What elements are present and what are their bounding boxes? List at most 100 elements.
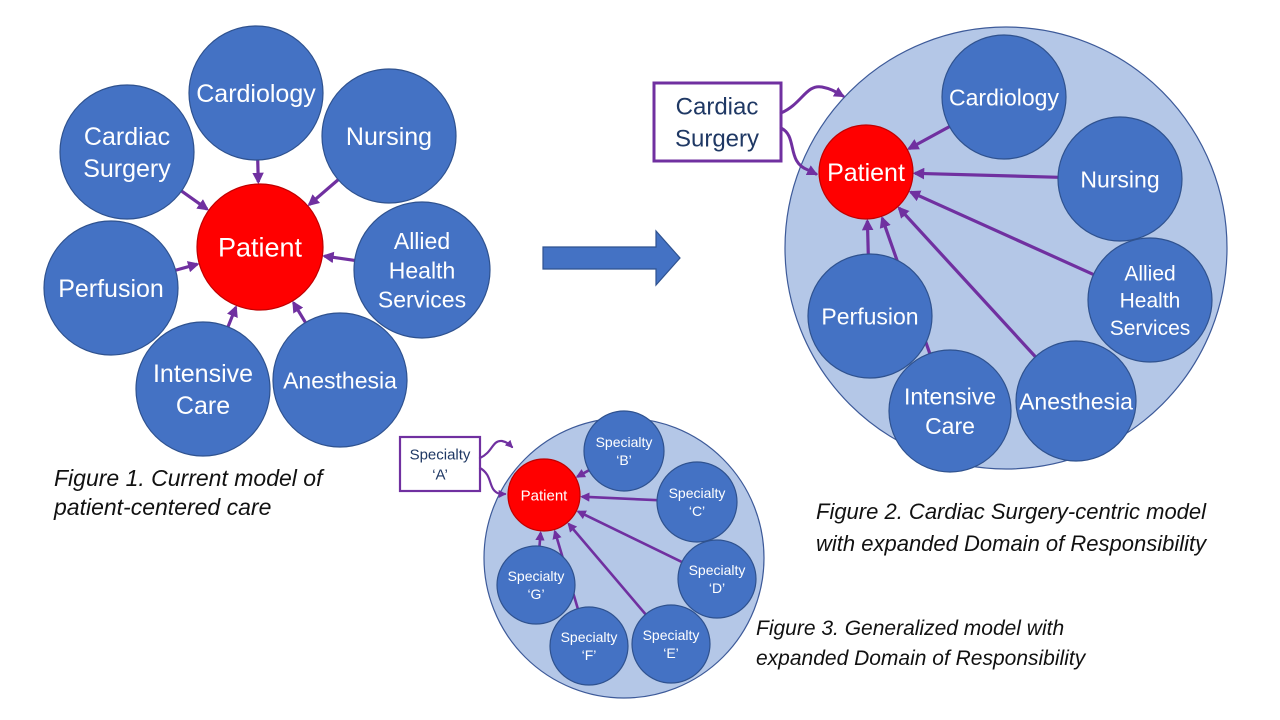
fig3-specialty-f-node xyxy=(549,606,629,686)
fig3-arrow-specialty-c xyxy=(580,492,659,502)
figure-1-caption: Figure 1. Current model of patient-cente… xyxy=(54,464,322,522)
fig1-patient-label-line-1: Patient xyxy=(218,233,303,263)
fig3-arrow-specialty-b xyxy=(575,468,591,478)
fig1-anesthesia-label: Anesthesia xyxy=(283,367,397,393)
fig3-patient-label: Patient xyxy=(521,487,569,504)
fig3-specialty-c-node xyxy=(656,461,738,543)
fig3-specialty-b-node xyxy=(583,410,665,492)
fig3-specialty-g-node xyxy=(496,545,576,625)
fig1-cardiology-label: Cardiology xyxy=(196,80,316,108)
fig3-specialty-a-label-line-2: ‘A’ xyxy=(432,466,448,483)
figure-1-caption-line-1: Figure 1. Current model of xyxy=(54,465,323,491)
fig1-anesthesia-node xyxy=(272,312,408,448)
figure-3-diagram: Specialty‘B’Specialty‘C’Specialty‘D’Spec… xyxy=(398,410,765,699)
transition-arrow-shape xyxy=(542,229,681,287)
fig2-intensive-care-node xyxy=(888,349,1012,473)
fig1-cardiac-surgery-node xyxy=(59,84,195,220)
fig1-arrow-perfusion xyxy=(174,261,200,273)
fig1-intensive-care-label-line-1: Intensive xyxy=(153,360,253,388)
figure-2-caption-line-2: with expanded Domain of Responsibility xyxy=(816,531,1207,556)
fig3-specialty-g-label-line-1: Specialty xyxy=(508,568,565,584)
fig1-cardiology-node xyxy=(188,25,324,161)
fig2-patient-node xyxy=(818,124,914,220)
fig2-anesthesia-label: Anesthesia xyxy=(1019,388,1133,414)
fig1-cardiology-label-line-1: Cardiology xyxy=(196,80,316,108)
fig2-box-arrow-to-patient xyxy=(779,126,818,176)
fig2-perfusion-node xyxy=(807,253,933,379)
fig3-specialty-a-label: Specialty ‘A’ xyxy=(410,446,471,483)
fig3-specialty-g-label: Specialty ‘G’ xyxy=(508,568,565,602)
fig2-nursing-label-line-1: Nursing xyxy=(1080,166,1159,192)
fig3-arrow-specialty-d xyxy=(576,510,684,564)
fig2-cardiology-label: Cardiology xyxy=(949,84,1059,110)
fig1-cardiac-surgery-label-line-2: Surgery xyxy=(83,155,171,183)
fig3-box-arrow-to-domain xyxy=(478,439,514,460)
fig3-specialty-a-label-line-1: Specialty xyxy=(410,446,471,463)
fig1-allied-health-label-line-3: Services xyxy=(378,287,466,313)
fig1-allied-health-node xyxy=(353,201,491,339)
figure-3-caption-line-2: expanded Domain of Responsibility xyxy=(756,647,1086,670)
fig2-intensive-care-label-line-2: Care xyxy=(925,413,975,439)
fig3-specialty-c-label-line-1: Specialty xyxy=(669,485,726,501)
fig3-specialty-f-label: Specialty ‘F’ xyxy=(561,629,618,663)
figure-2-caption-line-1: Figure 2. Cardiac Surgery-centric model xyxy=(816,499,1207,524)
transition-arrow xyxy=(542,229,681,287)
fig3-specialty-f-label-line-1: Specialty xyxy=(561,629,618,645)
fig3-specialty-b-label: Specialty‘B’ xyxy=(596,434,653,468)
fig2-arrow-perfusion xyxy=(861,218,874,256)
fig2-perfusion-label: Perfusion xyxy=(821,303,918,329)
fig2-cardiac-surgery-label-line-1: Cardiac xyxy=(676,94,759,121)
fig2-anesthesia-label-line-1: Anesthesia xyxy=(1019,388,1133,414)
fig2-cardiology-node xyxy=(941,34,1067,160)
fig1-perfusion-label-line-1: Perfusion xyxy=(58,275,164,303)
fig1-patient-label: Patient xyxy=(218,233,303,263)
fig3-patient-label-line-1: Patient xyxy=(521,487,569,504)
figure-2-caption: Figure 2. Cardiac Surgery-centric model … xyxy=(816,496,1206,560)
fig1-nursing-label: Nursing xyxy=(346,123,432,151)
fig3-specialty-d-label: Specialty‘D’ xyxy=(689,562,746,596)
fig3-specialty-a-box xyxy=(398,435,482,493)
fig1-allied-health-label-line-1: Allied xyxy=(394,228,450,254)
fig3-arrow-specialty-g xyxy=(535,531,545,548)
fig2-nursing-node xyxy=(1057,116,1183,242)
fig2-nursing-label: Nursing xyxy=(1080,166,1159,192)
fig3-arrow-specialty-e xyxy=(567,522,648,616)
fig1-cardiac-surgery-label-line-1: Cardiac xyxy=(84,123,170,151)
fig3-specialty-d-node xyxy=(677,539,757,619)
fig1-allied-health-label-line-2: Health xyxy=(389,257,455,283)
figure-3-caption-line-1: Figure 3. Generalized model with xyxy=(756,617,1065,640)
fig3-specialty-e-label: Specialty‘E’ xyxy=(643,627,700,661)
fig3-specialty-c-label: Specialty‘C’ xyxy=(669,485,726,519)
fig1-perfusion-node xyxy=(43,220,179,356)
fig2-intensive-care-label-line-1: Intensive xyxy=(904,383,996,409)
fig3-specialty-e-label-line-1: Specialty xyxy=(643,627,700,643)
fig2-anesthesia-node xyxy=(1015,340,1137,462)
fig3-specialty-d-label-line-1: Specialty xyxy=(689,562,746,578)
fig3-specialty-g-label-line-2: ‘G’ xyxy=(527,586,544,602)
fig1-nursing-node xyxy=(321,68,457,204)
fig2-box-arrow-to-domain xyxy=(779,85,845,115)
fig2-cardiac-surgery-label-line-2: Surgery xyxy=(675,126,759,153)
fig3-specialty-f-label-line-2: ‘F’ xyxy=(582,647,597,663)
fig2-arrow-cardiology xyxy=(907,124,952,151)
fig1-arrow-cardiology xyxy=(252,158,264,185)
fig2-arrow-nursing xyxy=(912,167,1060,180)
fig3-specialty-b-label-line-1: Specialty xyxy=(596,434,653,450)
fig3-box-arrow-to-patient xyxy=(478,466,507,498)
fig2-cardiac-surgery-box xyxy=(652,81,783,163)
figure-3-caption: Figure 3. Generalized model with expande… xyxy=(756,614,1085,674)
fig2-perfusion-label-line-1: Perfusion xyxy=(821,303,918,329)
fig3-patient-node xyxy=(507,458,581,532)
fig1-arrow-allied-health xyxy=(322,251,356,264)
fig1-nursing-label-line-1: Nursing xyxy=(346,123,432,151)
fig3-specialty-e-node xyxy=(631,604,711,684)
figure-1-caption-line-2: patient-centered care xyxy=(54,494,272,520)
